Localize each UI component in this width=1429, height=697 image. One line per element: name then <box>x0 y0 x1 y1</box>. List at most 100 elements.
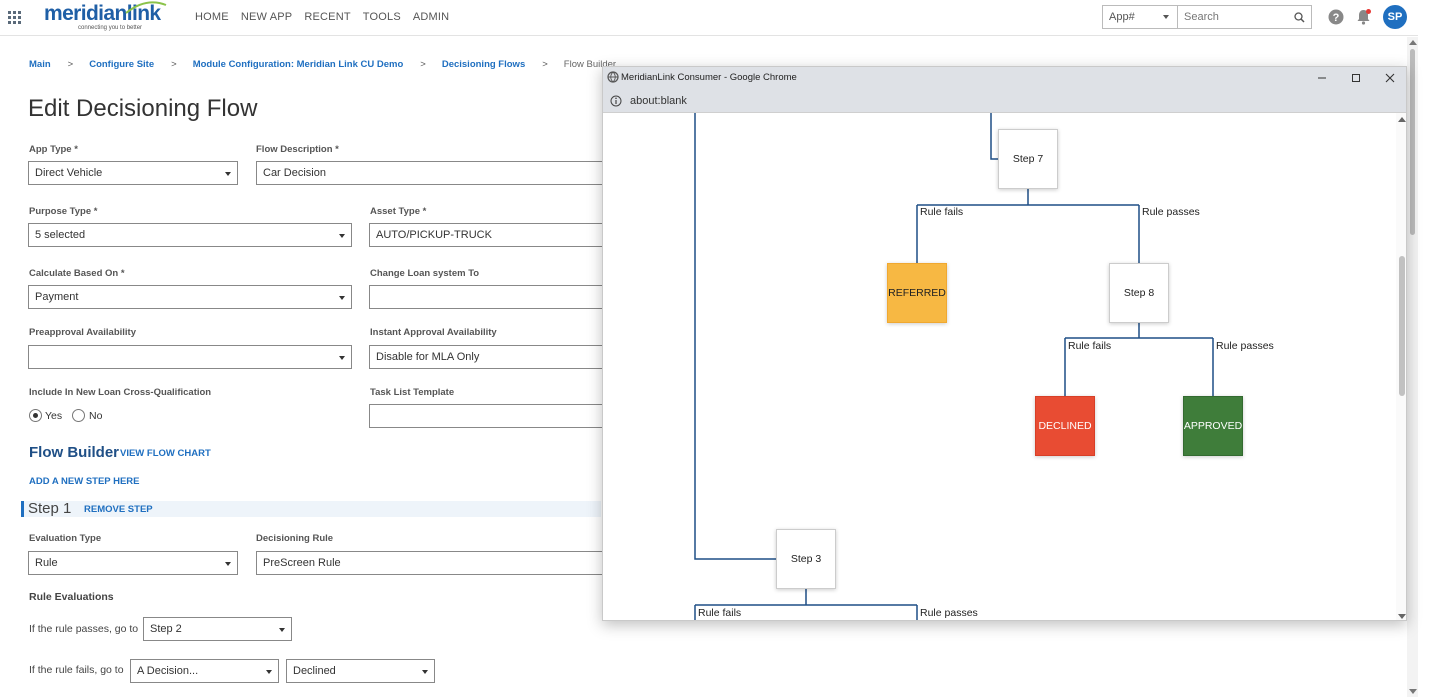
add-new-step-link[interactable]: ADD A NEW STEP HERE <box>29 476 140 487</box>
edge-label-rule-passes: Rule passes <box>1142 206 1200 218</box>
breadcrumb-main[interactable]: Main <box>29 59 51 70</box>
evaluation-type-label: Evaluation Type <box>29 533 102 544</box>
chevron-down-icon <box>339 296 345 300</box>
preapproval-availability-label: Preapproval Availability <box>29 327 137 338</box>
popup-address-bar: about:blank <box>603 89 1406 113</box>
popup-window-title: MeridianLink Consumer - Google Chrome <box>621 72 797 83</box>
evaluation-type-value: Rule <box>35 557 58 569</box>
purpose-type-select[interactable]: 5 selected <box>28 223 352 247</box>
nav-tools[interactable]: TOOLS <box>362 11 401 23</box>
logo-swoosh-icon <box>125 1 167 14</box>
edge-label-rule-passes: Rule passes <box>1216 340 1274 352</box>
calculate-based-on-value: Payment <box>35 291 79 303</box>
asset-type-label: Asset Type * <box>370 206 427 217</box>
breadcrumb-separator: > <box>542 59 548 70</box>
app-select-value: App# <box>1109 11 1135 23</box>
calculate-based-on-label: Calculate Based On * <box>29 268 125 279</box>
flow-node-step-7[interactable]: Step 7 <box>998 129 1058 189</box>
cross-qualification-no-radio[interactable] <box>72 409 85 422</box>
top-nav: meridianlink connecting you to better HO… <box>0 0 1418 36</box>
flow-node-step-8[interactable]: Step 8 <box>1109 263 1169 323</box>
main-nav: HOME NEW APP RECENT TOOLS ADMIN <box>195 11 461 23</box>
apps-grid-icon[interactable] <box>8 11 21 24</box>
app-type-label: App Type * <box>29 144 78 155</box>
breadcrumb-module-config[interactable]: Module Configuration: Meridian Link CU D… <box>192 59 404 70</box>
evaluation-type-select[interactable]: Rule <box>28 551 238 575</box>
asset-type-select[interactable]: AUTO/PICKUP-TRUCK <box>369 223 619 247</box>
popup-scrollbar[interactable] <box>1396 113 1406 620</box>
search-icon[interactable] <box>1294 12 1305 23</box>
task-list-template-label: Task List Template <box>370 387 455 398</box>
cross-qualification-no-label: No <box>89 410 103 422</box>
nav-new-app[interactable]: NEW APP <box>240 11 293 23</box>
scroll-up-icon[interactable] <box>1398 117 1406 122</box>
decisioning-rule-select[interactable]: PreScreen Rule <box>256 551 616 575</box>
flow-builder-title: Flow Builder <box>29 444 119 461</box>
flow-node-declined[interactable]: DECLINED <box>1035 396 1095 456</box>
page-scrollbar-thumb[interactable] <box>1410 49 1415 235</box>
task-list-template-select[interactable] <box>369 404 619 428</box>
chevron-down-icon <box>339 234 345 238</box>
page-scrollbar[interactable] <box>1407 37 1418 697</box>
view-flow-chart-link[interactable]: VIEW FLOW CHART <box>120 448 211 459</box>
connector-step7-branch <box>916 189 1140 263</box>
breadcrumb-flow-builder: Flow Builder <box>563 59 617 70</box>
page-title: Edit Decisioning Flow <box>28 95 258 122</box>
user-avatar[interactable]: SP <box>1383 5 1407 29</box>
close-icon[interactable] <box>1383 72 1397 84</box>
logo-tagline: connecting you to better <box>78 25 143 31</box>
search-input[interactable]: Search <box>1177 5 1312 29</box>
decisioning-rule-label: Decisioning Rule <box>256 533 334 544</box>
scroll-up-icon[interactable] <box>1409 40 1417 45</box>
app-number-select[interactable]: App# <box>1102 5 1178 29</box>
chevron-down-icon <box>422 670 428 674</box>
flow-node-step-3[interactable]: Step 3 <box>776 529 836 589</box>
app-type-select[interactable]: Direct Vehicle <box>28 161 238 185</box>
nav-home[interactable]: HOME <box>195 11 229 23</box>
cross-qualification-yes-label: Yes <box>45 410 63 422</box>
connector-step7-in <box>990 113 998 160</box>
flow-description-label: Flow Description * <box>256 144 339 155</box>
popup-scrollbar-thumb[interactable] <box>1399 256 1405 396</box>
chevron-down-icon <box>279 628 285 632</box>
remove-step-link[interactable]: REMOVE STEP <box>84 504 153 515</box>
decisioning-rule-value: PreScreen Rule <box>263 557 341 569</box>
asset-type-value: AUTO/PICKUP-TRUCK <box>376 229 492 241</box>
rule-passes-goto-value: Step 2 <box>150 623 182 635</box>
rule-fails-decision-select[interactable]: Declined <box>286 659 435 683</box>
maximize-icon[interactable] <box>1349 72 1363 84</box>
rule-fails-goto-select[interactable]: A Decision... <box>130 659 279 683</box>
calculate-based-on-select[interactable]: Payment <box>28 285 352 309</box>
nav-admin[interactable]: ADMIN <box>412 11 450 23</box>
rule-fails-goto-value: A Decision... <box>137 665 199 677</box>
breadcrumb-decisioning-flows[interactable]: Decisioning Flows <box>441 59 526 70</box>
edge-label-rule-fails: Rule fails <box>1068 340 1112 352</box>
meridianlink-logo[interactable]: meridianlink connecting you to better <box>44 1 167 33</box>
chevron-down-icon <box>1163 15 1169 19</box>
instant-approval-select[interactable]: Disable for MLA Only <box>369 345 619 369</box>
flow-node-referred[interactable]: REFERRED <box>887 263 947 323</box>
search-placeholder: Search <box>1184 11 1219 23</box>
edge-label-rule-fails: Rule fails <box>920 206 964 218</box>
info-icon[interactable] <box>610 95 622 107</box>
globe-icon <box>607 71 619 83</box>
scroll-down-icon[interactable] <box>1409 689 1417 694</box>
flow-description-input[interactable]: Car Decision <box>256 161 616 185</box>
breadcrumb-configure-site[interactable]: Configure Site <box>89 59 155 70</box>
cross-qualification-yes-radio[interactable] <box>29 409 42 422</box>
minimize-icon[interactable] <box>1315 72 1329 84</box>
flow-description-value: Car Decision <box>263 167 326 179</box>
chevron-down-icon <box>225 172 231 176</box>
help-icon[interactable]: ? <box>1328 9 1344 25</box>
popup-title-bar[interactable]: MeridianLink Consumer - Google Chrome <box>603 67 1406 89</box>
change-loan-system-select[interactable] <box>369 285 619 309</box>
nav-recent[interactable]: RECENT <box>304 11 351 23</box>
rule-passes-text: If the rule passes, go to <box>29 623 139 635</box>
edge-label-rule-fails: Rule fails <box>698 607 742 619</box>
rule-passes-goto-select[interactable]: Step 2 <box>143 617 292 641</box>
popup-url[interactable]: about:blank <box>630 95 687 107</box>
scroll-down-icon[interactable] <box>1398 614 1406 619</box>
instant-approval-label: Instant Approval Availability <box>370 327 497 338</box>
preapproval-availability-select[interactable] <box>28 345 352 369</box>
flow-node-approved[interactable]: APPROVED <box>1183 396 1243 456</box>
